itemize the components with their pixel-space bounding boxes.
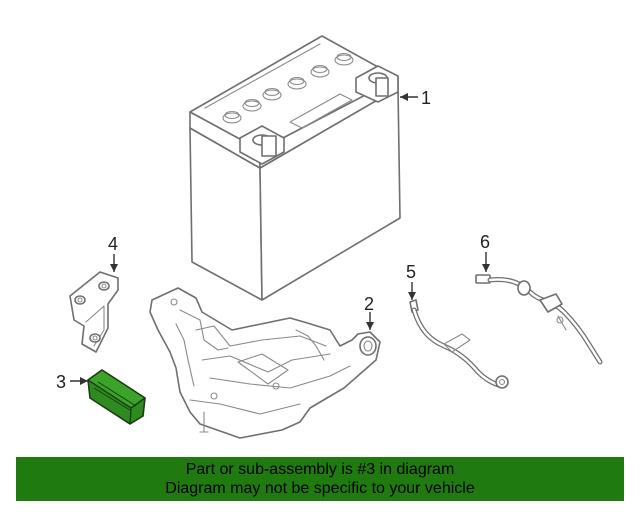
callout-1: 1: [421, 88, 431, 108]
callout-5: 5: [406, 262, 416, 282]
leader-4-arrow: [110, 264, 118, 272]
banner-line-2: Diagram may not be specific to your vehi…: [165, 480, 475, 497]
leader-3-arrow: [80, 377, 88, 385]
battery-tray-part[interactable]: [149, 287, 381, 439]
callout-3: 3: [56, 372, 66, 392]
leader-6-arrow: [482, 264, 490, 272]
info-banner: Part or sub-assembly is #3 in diagram Di…: [16, 457, 624, 501]
leader-5-arrow: [408, 292, 416, 300]
callout-6: 6: [480, 232, 490, 252]
bracket-part[interactable]: [69, 271, 119, 353]
battery-part[interactable]: [189, 35, 401, 301]
highlighted-part-3[interactable]: [87, 369, 146, 425]
cable-part-6[interactable]: [475, 274, 603, 365]
callout-2: 2: [364, 294, 374, 314]
parts-diagram: 1 2 3 4 5 6: [56, 35, 603, 439]
leader-2-arrow: [366, 322, 374, 330]
callout-4: 4: [108, 234, 118, 254]
cable-part-5[interactable]: [409, 299, 509, 389]
banner-line-1: Part or sub-assembly is #3 in diagram: [185, 461, 455, 478]
leader-1-arrow: [400, 93, 408, 101]
